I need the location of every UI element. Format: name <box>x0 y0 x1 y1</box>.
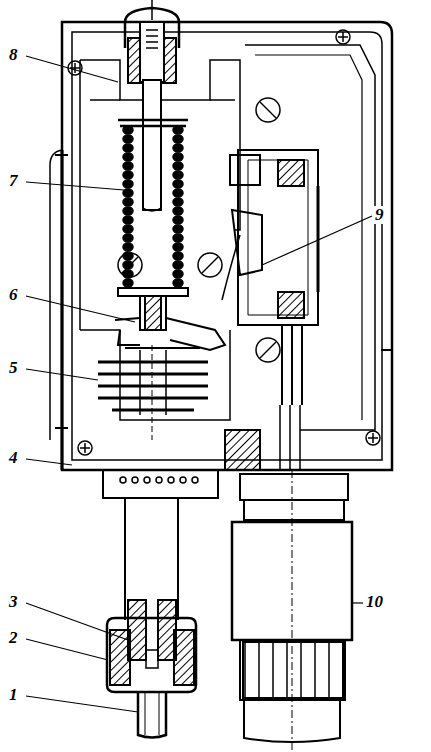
callout-number: 1 <box>8 686 19 704</box>
callout-number: 8 <box>8 46 19 64</box>
callout-number: 4 <box>8 449 19 467</box>
callout-number: 9 <box>374 206 385 224</box>
callout-number: 2 <box>8 629 19 647</box>
callout-number: 5 <box>8 359 19 377</box>
callout-number: 7 <box>8 172 19 190</box>
callout-number: 3 <box>8 593 19 611</box>
callout-number: 6 <box>8 286 19 304</box>
callout-number: 10 <box>365 593 384 611</box>
